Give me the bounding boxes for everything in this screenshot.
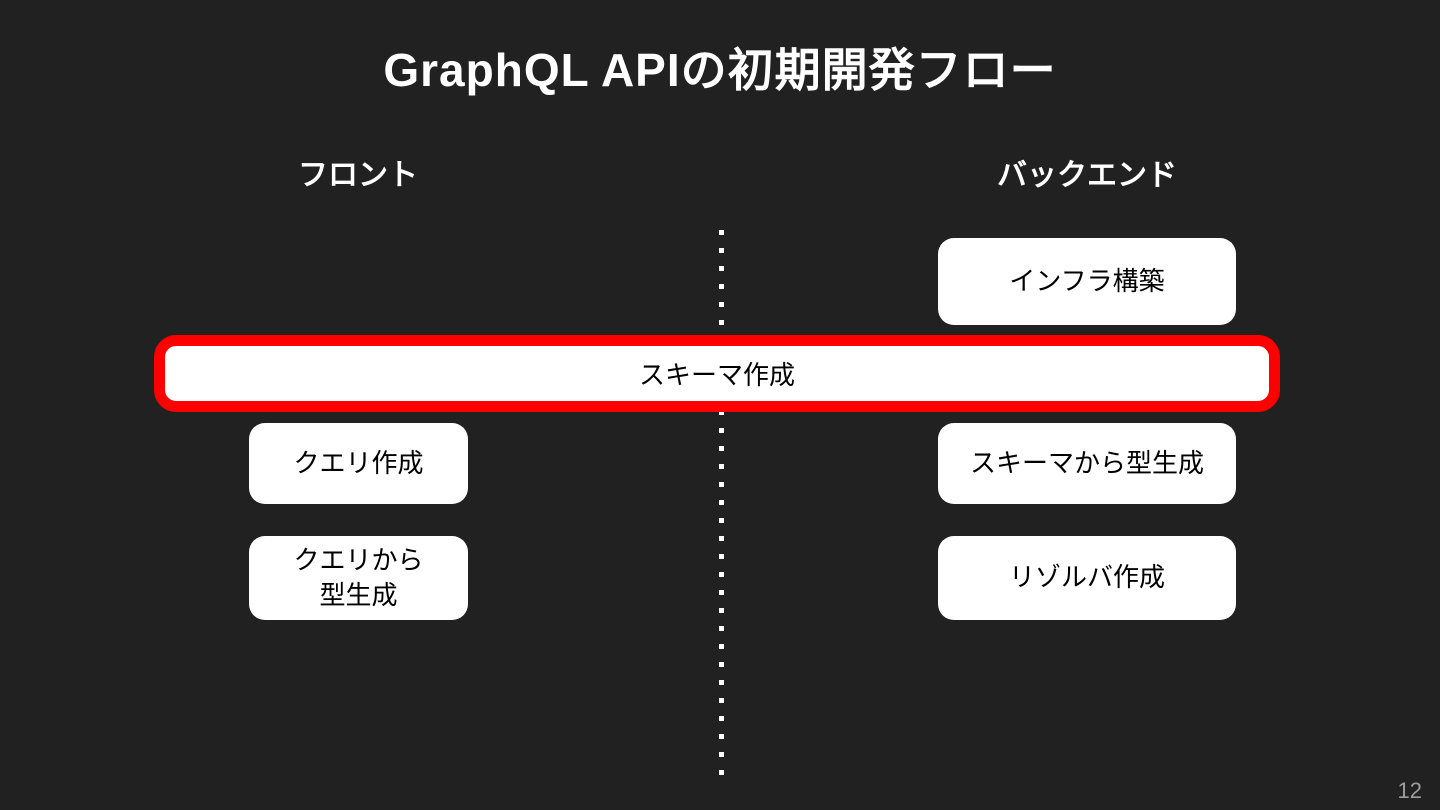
slide-title: GraphQL APIの初期開発フロー — [383, 44, 1057, 96]
flow-box-infra-setup: インフラ構築 — [938, 238, 1236, 325]
flow-box-typegen-from-query: クエリから 型生成 — [249, 536, 468, 620]
column-header-backend: バックエンド — [997, 159, 1177, 192]
column-header-front: フロント — [298, 159, 418, 192]
flow-box-label: スキーマから型生成 — [969, 447, 1204, 478]
flow-box-schema-creation-highlighted: スキーマ作成 — [154, 335, 1280, 412]
page-number: 12 — [1397, 778, 1422, 803]
flow-box-label: クエリ作成 — [293, 447, 424, 478]
flow-box-label: インフラ構築 — [1009, 265, 1165, 296]
flow-box-typegen-from-schema: スキーマから型生成 — [938, 423, 1236, 504]
flow-box-label-line2: 型生成 — [319, 580, 398, 610]
flow-box-resolver-creation: リゾルバ作成 — [938, 536, 1236, 620]
flow-box-label: リゾルバ作成 — [1008, 562, 1165, 593]
flow-box-label: スキーマ作成 — [638, 360, 795, 390]
flow-box-query-creation: クエリ作成 — [249, 423, 468, 504]
divider-dotted-line — [719, 230, 724, 780]
flow-box-label-line1: クエリから — [293, 544, 424, 575]
